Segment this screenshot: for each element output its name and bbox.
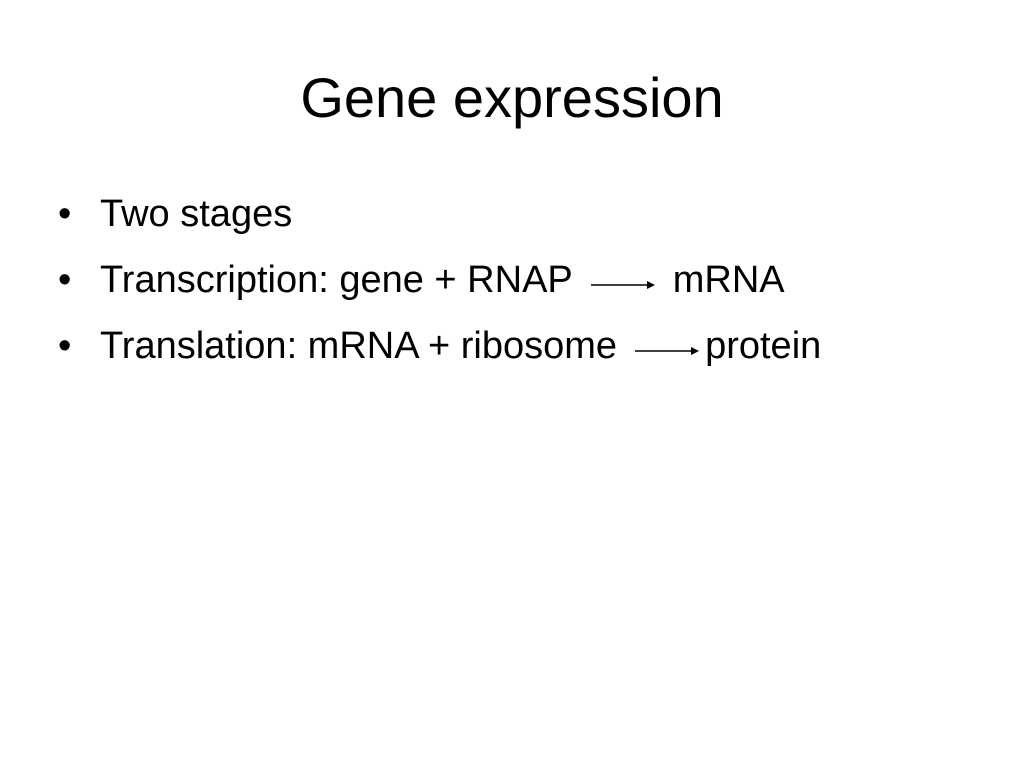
right-arrow-icon — [590, 255, 655, 303]
slide-title: Gene expression — [300, 66, 724, 129]
reaction-inputs: Transcription: gene + RNAP — [100, 259, 573, 301]
bullet-text: Transcription: gene + RNAP mRNA — [100, 256, 785, 306]
bullet-text: Translation: mRNA + ribosome protein — [100, 322, 821, 372]
reaction-inputs: Translation: mRNA + ribosome — [100, 325, 618, 367]
right-arrow-icon — [635, 321, 700, 369]
reaction-product: protein — [705, 325, 822, 367]
bullet-text: Two stages — [100, 193, 293, 235]
bullet-marker: • — [58, 325, 72, 367]
reaction-product: mRNA — [672, 259, 785, 301]
bullet-marker: • — [58, 193, 72, 235]
bullet-marker: • — [58, 259, 72, 301]
